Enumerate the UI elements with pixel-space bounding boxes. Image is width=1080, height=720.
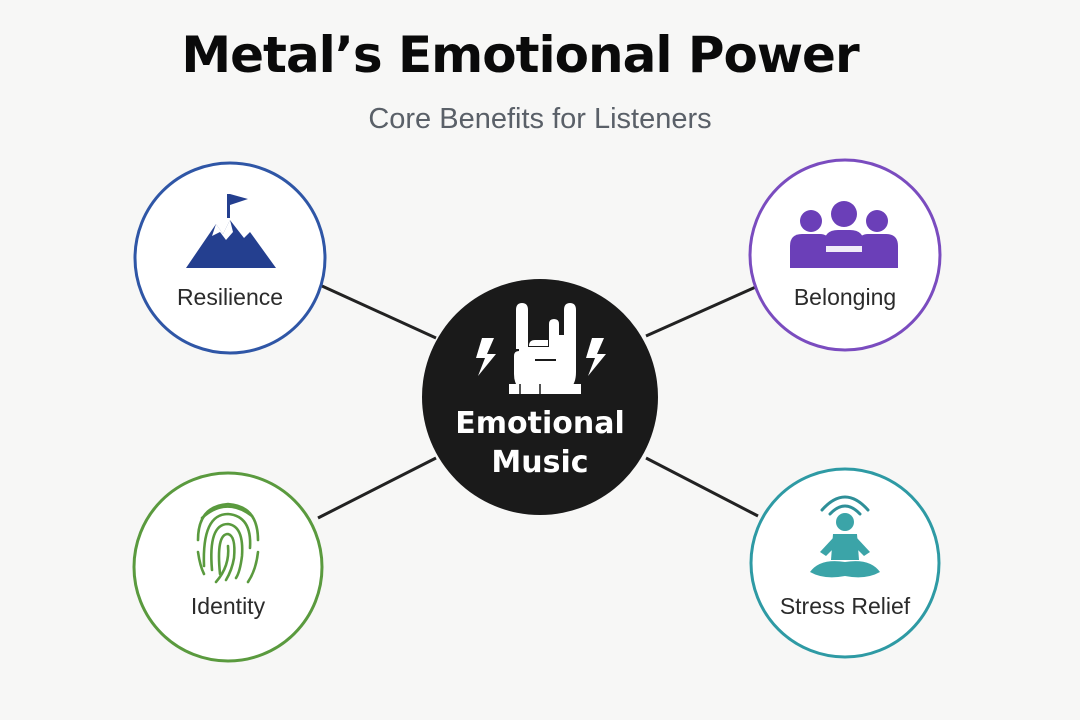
mountain-flag-icon: [186, 194, 276, 268]
connector-stress-relief: [645, 456, 759, 518]
node-identity: Identity: [132, 471, 324, 663]
node-belonging: Belonging: [748, 158, 942, 352]
hub-label-line2: Music: [491, 445, 588, 480]
page-subtitle: Core Benefits for Listeners: [368, 103, 712, 135]
page-title: Metal’s Emotional Power: [181, 26, 859, 84]
node-belonging-label: Belonging: [794, 284, 896, 310]
node-stress-relief: Stress Relief: [749, 467, 941, 659]
connector-resilience: [321, 284, 437, 340]
node-stress-relief-label: Stress Relief: [780, 593, 911, 619]
node-identity-label: Identity: [191, 593, 266, 619]
node-identity-circle: [132, 471, 324, 663]
fingerprint-icon: [196, 502, 260, 584]
rock-hand-icon: [509, 300, 581, 394]
lightning-bolt-right-icon: [586, 338, 606, 376]
connector-identity: [317, 456, 437, 520]
hub-node: Emotional Music: [422, 279, 658, 515]
node-resilience-label: Resilience: [177, 284, 283, 310]
meditation-icon: [810, 495, 880, 578]
node-resilience: Resilience: [133, 161, 327, 355]
connector-belonging: [645, 284, 759, 338]
lightning-bolt-left-icon: [476, 338, 496, 376]
group-people-icon: [790, 201, 898, 268]
hub-label-line1: Emotional: [455, 406, 624, 441]
